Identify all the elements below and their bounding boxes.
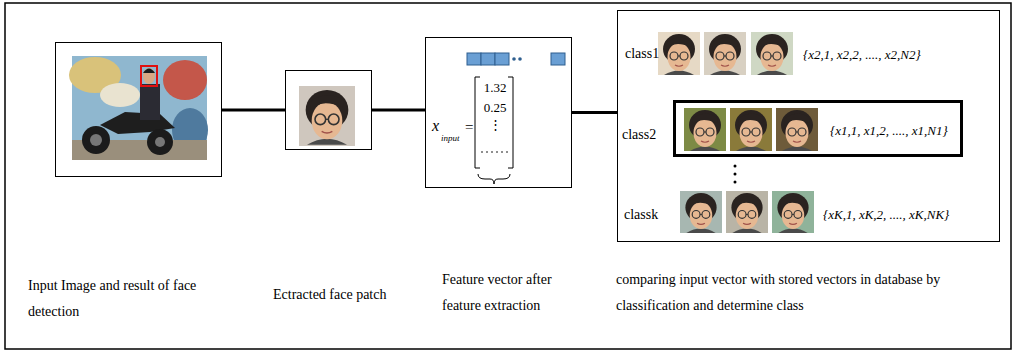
set-notation: {x1,1, x1,2, ...., x1,N1} xyxy=(830,123,948,139)
class-label: classk xyxy=(624,207,658,224)
vector-value: 0.25 xyxy=(476,100,514,116)
caption-text: Feature vector after feature extraction xyxy=(442,267,582,319)
input-photo xyxy=(69,56,208,160)
class-label: class2 xyxy=(622,127,656,144)
connector-line xyxy=(572,111,617,114)
caption-text: Ectracted face patch xyxy=(273,282,423,308)
class1-faces xyxy=(658,32,793,75)
vector-subscript: input xyxy=(441,133,460,144)
face-patch-box: Ectracted face patch xyxy=(285,70,372,150)
caption-text: comparing input vector with stored vecto… xyxy=(616,267,1016,319)
class2-faces xyxy=(684,108,818,151)
set-notation: {xK,1, xK,2, ...., xK,NK} xyxy=(823,207,949,223)
input-image-box: Input Image and result of face detection xyxy=(55,42,222,177)
outer-frame xyxy=(5,3,1011,349)
vector-symbol: x xyxy=(432,116,439,135)
vector-ellipsis: ⋮ xyxy=(476,117,514,133)
connector-line xyxy=(222,109,285,112)
feature-vector-box: Feature vector after feature extractionx… xyxy=(425,37,572,188)
set-notation: {x2,1, x2,2, ...., x2,N2} xyxy=(803,47,921,63)
matched-class-box: {x1,1, x1,2, ...., x1,N1} xyxy=(673,100,963,157)
caption-text: Input Image and result of face detection xyxy=(28,273,243,325)
classk-faces xyxy=(680,191,814,233)
database-box: comparing input vector with stored vecto… xyxy=(617,10,1000,242)
face-patch xyxy=(299,86,355,146)
vector-value: 1.32 xyxy=(476,80,514,96)
equals-sign: = xyxy=(465,118,473,136)
vertical-ellipsis xyxy=(734,165,737,184)
feature-vector-figure xyxy=(467,53,565,184)
connector-line xyxy=(372,109,425,112)
class-label: class1 xyxy=(625,46,659,63)
